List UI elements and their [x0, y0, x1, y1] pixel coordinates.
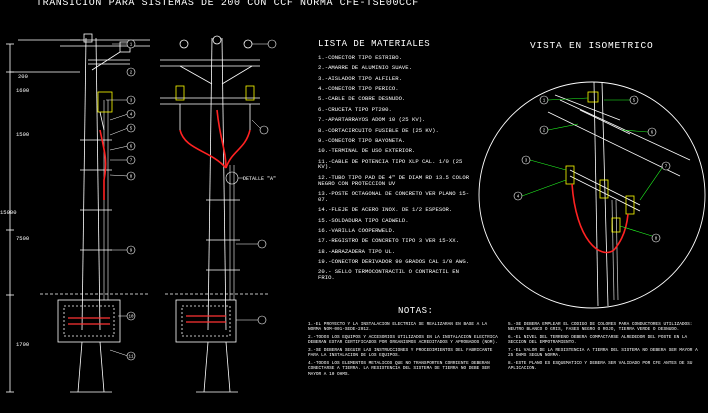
dim-1500: 1500 — [16, 131, 29, 138]
material-item: 20.- SELLO TERMOCONTRACTIL O CONTRACTIL … — [318, 268, 463, 282]
note-item: 4.-TODOS LOS ELEMENTOS METALICOS QUE NO … — [308, 361, 493, 377]
note-item: 2.-TODOS LOS EQUIPOS Y ACCESORIOS UTILIZ… — [308, 335, 501, 346]
dim-1600: 1600 — [16, 87, 29, 94]
material-item: 16.-VARILLA COOPERWELD. — [318, 226, 396, 234]
note-item: 5.-SE DEBERA EMPLEAR EL CODIGO DE COLORE… — [508, 322, 696, 333]
dim-7500: 7500 — [16, 235, 29, 242]
materials-list: 1.-CONECTOR TIPO ESTRIBO. 2.-AMARRE DE AL… — [318, 55, 478, 286]
callout-number: 8 — [130, 176, 133, 180]
note-item: 3.-SE DEBERAN SEGUIR LAS INSTRUCCIONES Y… — [308, 348, 496, 359]
detail-a-marker — [225, 171, 239, 185]
material-item: 17.-REGISTRO DE CONCRETO TIPO 3 VER 15-X… — [318, 237, 459, 245]
material-item: 3.-AISLADOR TIPO ALFILER. — [318, 74, 402, 82]
isometric-power-cable — [571, 183, 615, 254]
callout-number: 6 — [130, 146, 133, 150]
material-item: 11.-CABLE DE POTENCIA TIPO XLP CAL. 1/0 … — [318, 157, 466, 171]
material-item: 9.-CONECTOR TIPO BAYONETA. — [318, 136, 406, 144]
left-view-power-cable — [99, 129, 107, 200]
callout-number: 11 — [128, 356, 134, 360]
material-item: 13.-POSTE OCTAGONAL DE CONCRETO VER PLAN… — [318, 190, 470, 203]
isometric-callout-bubbles — [513, 95, 671, 243]
material-item: 2.-AMARRE DE ALUMINIO SUAVE. — [318, 64, 412, 72]
material-item: 14.-FLEJE DE ACERO INOX. DE 1/2 ESPESOR. — [318, 206, 453, 214]
materials-title: LISTA DE MATERIALES — [318, 39, 431, 49]
note-item: 1.-EL PROYECTO Y LA INSTALACION ELECTRIC… — [308, 322, 490, 333]
drawing-title: TRANSICION PARA SISTEMAS DE 200 CON CCF … — [36, 0, 419, 9]
callout-number: 5 — [633, 100, 636, 104]
note-item: 6.-EL NIVEL DEL TERRENO DEBERA COMPACTAR… — [508, 335, 690, 346]
material-item: 1.-CONECTOR TIPO ESTRIBO. — [318, 54, 402, 61]
callout-number: 7 — [665, 166, 668, 170]
material-item: 15.-SOLDADURA TIPO CADWELD. — [318, 216, 409, 224]
left-callout-bubbles — [126, 39, 136, 361]
material-item: 5.-CABLE DE COBRE DESNUDO. — [318, 95, 406, 103]
callout-number: 1 — [543, 100, 546, 104]
front-callout-bubbles — [257, 39, 277, 325]
isometric-view — [478, 81, 706, 309]
callout-number: 2 — [543, 130, 546, 134]
isometric-title: VISTA EN ISOMETRICO — [530, 40, 654, 51]
material-item: 4.-CONECTOR TIPO PERICO. — [318, 85, 399, 93]
callout-number: 4 — [517, 196, 520, 200]
callout-number: 9 — [130, 250, 133, 254]
callout-number: 2 — [130, 72, 133, 76]
material-item: 18.-ABRAZADERA TIPO UL. — [318, 247, 396, 255]
dim-top: 200 — [18, 73, 28, 80]
material-item: 19.-CONECTOR DERIVADOR 90 GRADOS CAL 1/0… — [318, 258, 470, 266]
callout-number: 4 — [130, 114, 133, 118]
callout-number: 3 — [130, 100, 133, 104]
material-item: 7.-APARTARRAYOS ADOM 10 (25 KV). — [318, 116, 426, 124]
material-item: 10.-TERMINAL DE USO EXTERIOR. — [318, 147, 416, 155]
material-item: 12.-TUBO TIPO PAD DE 4" DE DIAM RD 13.5 … — [318, 173, 473, 187]
material-item: 8.-CORTACIRCUITO FUSIBLE DE (25 KV). — [318, 126, 439, 134]
isometric-callout-leaders — [521, 97, 663, 237]
note-item: 8.-ESTE PLANO ES ESQUEMATICO Y DEBERA SE… — [508, 361, 696, 372]
note-item: 7.-EL VALOR DE LA RESISTENCIA A TIERRA D… — [508, 348, 701, 359]
front-elevation-view — [160, 35, 270, 393]
callout-number: 8 — [655, 238, 658, 242]
dim-total: 15000 — [0, 209, 17, 216]
notes-left-column: 1.-EL PROYECTO Y LA INSTALACION ELECTRIC… — [308, 322, 498, 380]
notes-right-column: 5.-SE DEBERA EMPLEAR EL CODIGO DE COLORE… — [508, 322, 704, 375]
material-item: 6.-CRUCETA TIPO PT200. — [318, 105, 392, 113]
callout-number: 7 — [130, 160, 133, 164]
left-callout-leaders — [106, 43, 129, 357]
isometric-frame-circle — [478, 81, 706, 309]
callout-number: 6 — [651, 132, 654, 136]
callout-number: 3 — [525, 160, 528, 164]
dim-1700: 1700 — [16, 341, 29, 348]
front-callout-leaders — [236, 43, 268, 321]
callout-number: 10 — [128, 316, 134, 320]
front-view-power-cables — [179, 109, 251, 169]
notes-title: NOTAS: — [398, 306, 434, 316]
callout-number: 1 — [130, 44, 133, 48]
isometric-power-cable-2 — [613, 213, 629, 251]
detail-a-label: DETALLE "A" — [243, 176, 276, 182]
callout-number: 5 — [130, 128, 133, 132]
